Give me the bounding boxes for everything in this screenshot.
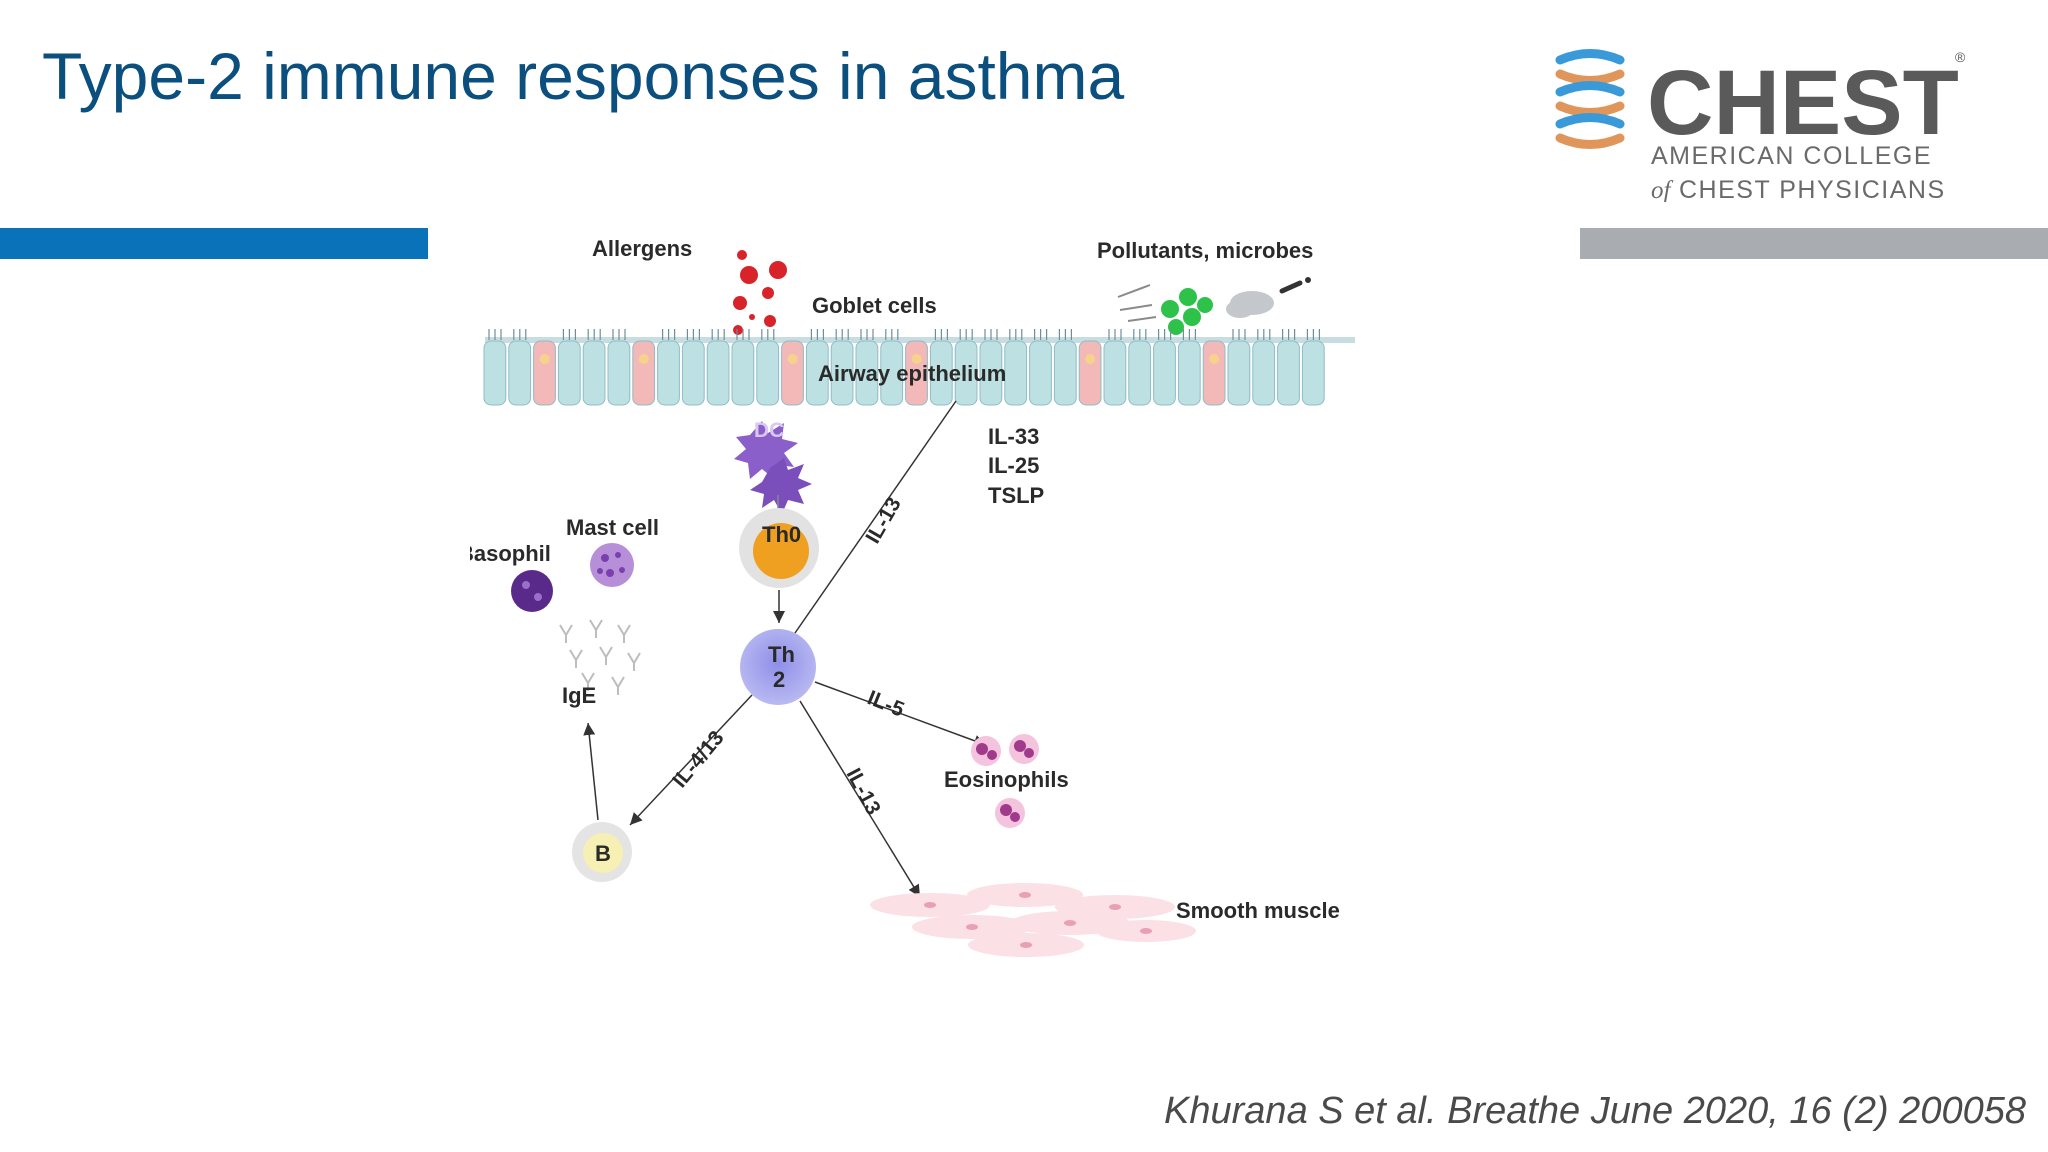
logo-line2-of: of [1651,177,1674,202]
epithelial-cell [681,340,705,406]
epithelial-cell [1103,340,1127,406]
epithelial-cell [1029,340,1052,406]
epithelial-cell [657,340,680,406]
epithelial-cell [557,340,581,406]
mast-cell [590,543,634,587]
mucus-granule [787,354,798,364]
chest-logo: CHEST ® AMERICAN COLLEGE of CHEST PHYSIC… [1555,49,1966,202]
label-b: B [595,841,611,866]
label-pollutants: Pollutants, microbes [1097,238,1313,263]
epithelial-cell [607,340,631,406]
goblet-cell [533,340,556,406]
logo-line1: AMERICAN COLLEGE [1651,142,1932,170]
label-edge-il13-bottom: IL-13 [842,765,885,819]
label-allergens: Allergens [592,236,692,261]
label-eosinophils: Eosinophils [944,767,1069,792]
allergen-particles [733,250,787,335]
dendritic-cell: DC [734,419,812,514]
epithelial-cell [979,340,1003,406]
logo-wordmark: CHEST [1647,52,1959,154]
label-tslp: TSLP [988,483,1044,508]
label-th2-line2: 2 [773,667,785,692]
pollutant-particles [1117,277,1311,335]
basophil-cell [511,570,553,612]
eosinophil-cells [971,734,1039,828]
label-goblet-cells: Goblet cells [812,293,937,318]
logo-registered: ® [1955,49,1966,65]
epithelial-cell [1053,340,1077,406]
label-ige: IgE [562,683,596,708]
epithelial-cell [1177,340,1201,406]
epithelial-cell [1128,340,1152,406]
epithelial-cell [954,340,978,406]
dna-helix-icon [1555,49,1625,149]
epithelial-cell [1227,340,1251,406]
accent-bar-left [0,228,428,259]
citation: Khurana S et al. Breathe June 2020, 16 (… [1164,1090,2026,1132]
label-il33: IL-33 [988,424,1039,449]
goblet-cell [1202,340,1226,406]
mucus-granule [911,354,922,364]
label-smooth-muscle: Smooth muscle [1176,898,1340,923]
goblet-cell [632,340,656,406]
epithelial-cell [1301,340,1325,406]
accent-bar-right [1580,228,2048,259]
label-airway-epithelium: Airway epithelium [818,361,1006,386]
epithelial-cell [880,340,904,406]
epithelial-cell [1252,340,1276,406]
label-edge-il13-top: IL-13 [861,494,905,548]
goblet-cell [905,340,928,406]
th0-cell [739,508,819,588]
epithelial-cell [805,340,829,406]
arrow-il5-eosinophils [814,681,987,747]
mucus-granule [638,354,649,364]
epithelial-cell [756,340,780,406]
label-edge-il5: IL-5 [864,686,908,721]
epithelial-cell [483,340,507,406]
epithelial-cell [855,340,879,406]
epithelial-cell [1277,340,1300,406]
label-th0: Th0 [762,522,801,547]
th2-cell [740,629,816,705]
slide-title: Type-2 immune responses in asthma [42,39,1125,113]
arrow-il413-b [629,694,753,826]
epithelial-cell [1004,340,1028,406]
epithelial-cell [706,340,730,406]
ige-antibodies [559,619,641,695]
mucus-granule [1209,354,1220,364]
airway-epithelium [483,329,1355,406]
mucus-granule [539,354,550,364]
smooth-muscle-cells [870,883,1196,957]
label-dc: DC [754,419,784,442]
label-th2-line1: Th [768,642,795,667]
arrow-il13-epithelium [794,400,957,634]
mucus-granule [1085,354,1096,364]
label-mast-cell: Mast cell [566,515,659,540]
arrow-b-ige [583,722,599,821]
logo-line2: CHEST PHYSICIANS [1679,176,1946,202]
label-basophil: Basophil [470,541,551,566]
goblet-cell [781,340,804,406]
epithelial-cell [929,340,953,406]
epithelial-cell [1153,340,1176,406]
epithelial-cell [830,340,854,406]
epithelial-cell [508,340,532,406]
immune-response-diagram: Allergens Pollutants, microbes Goblet ce… [470,236,1355,957]
label-il25: IL-25 [988,453,1039,478]
arrow-il13-smooth-muscle [799,700,921,898]
epithelial-cell [731,340,755,406]
label-edge-il413: IL-4/13 [668,726,728,792]
goblet-cell [1078,340,1102,406]
b-cell [572,822,632,882]
epithelial-cell [582,340,606,406]
